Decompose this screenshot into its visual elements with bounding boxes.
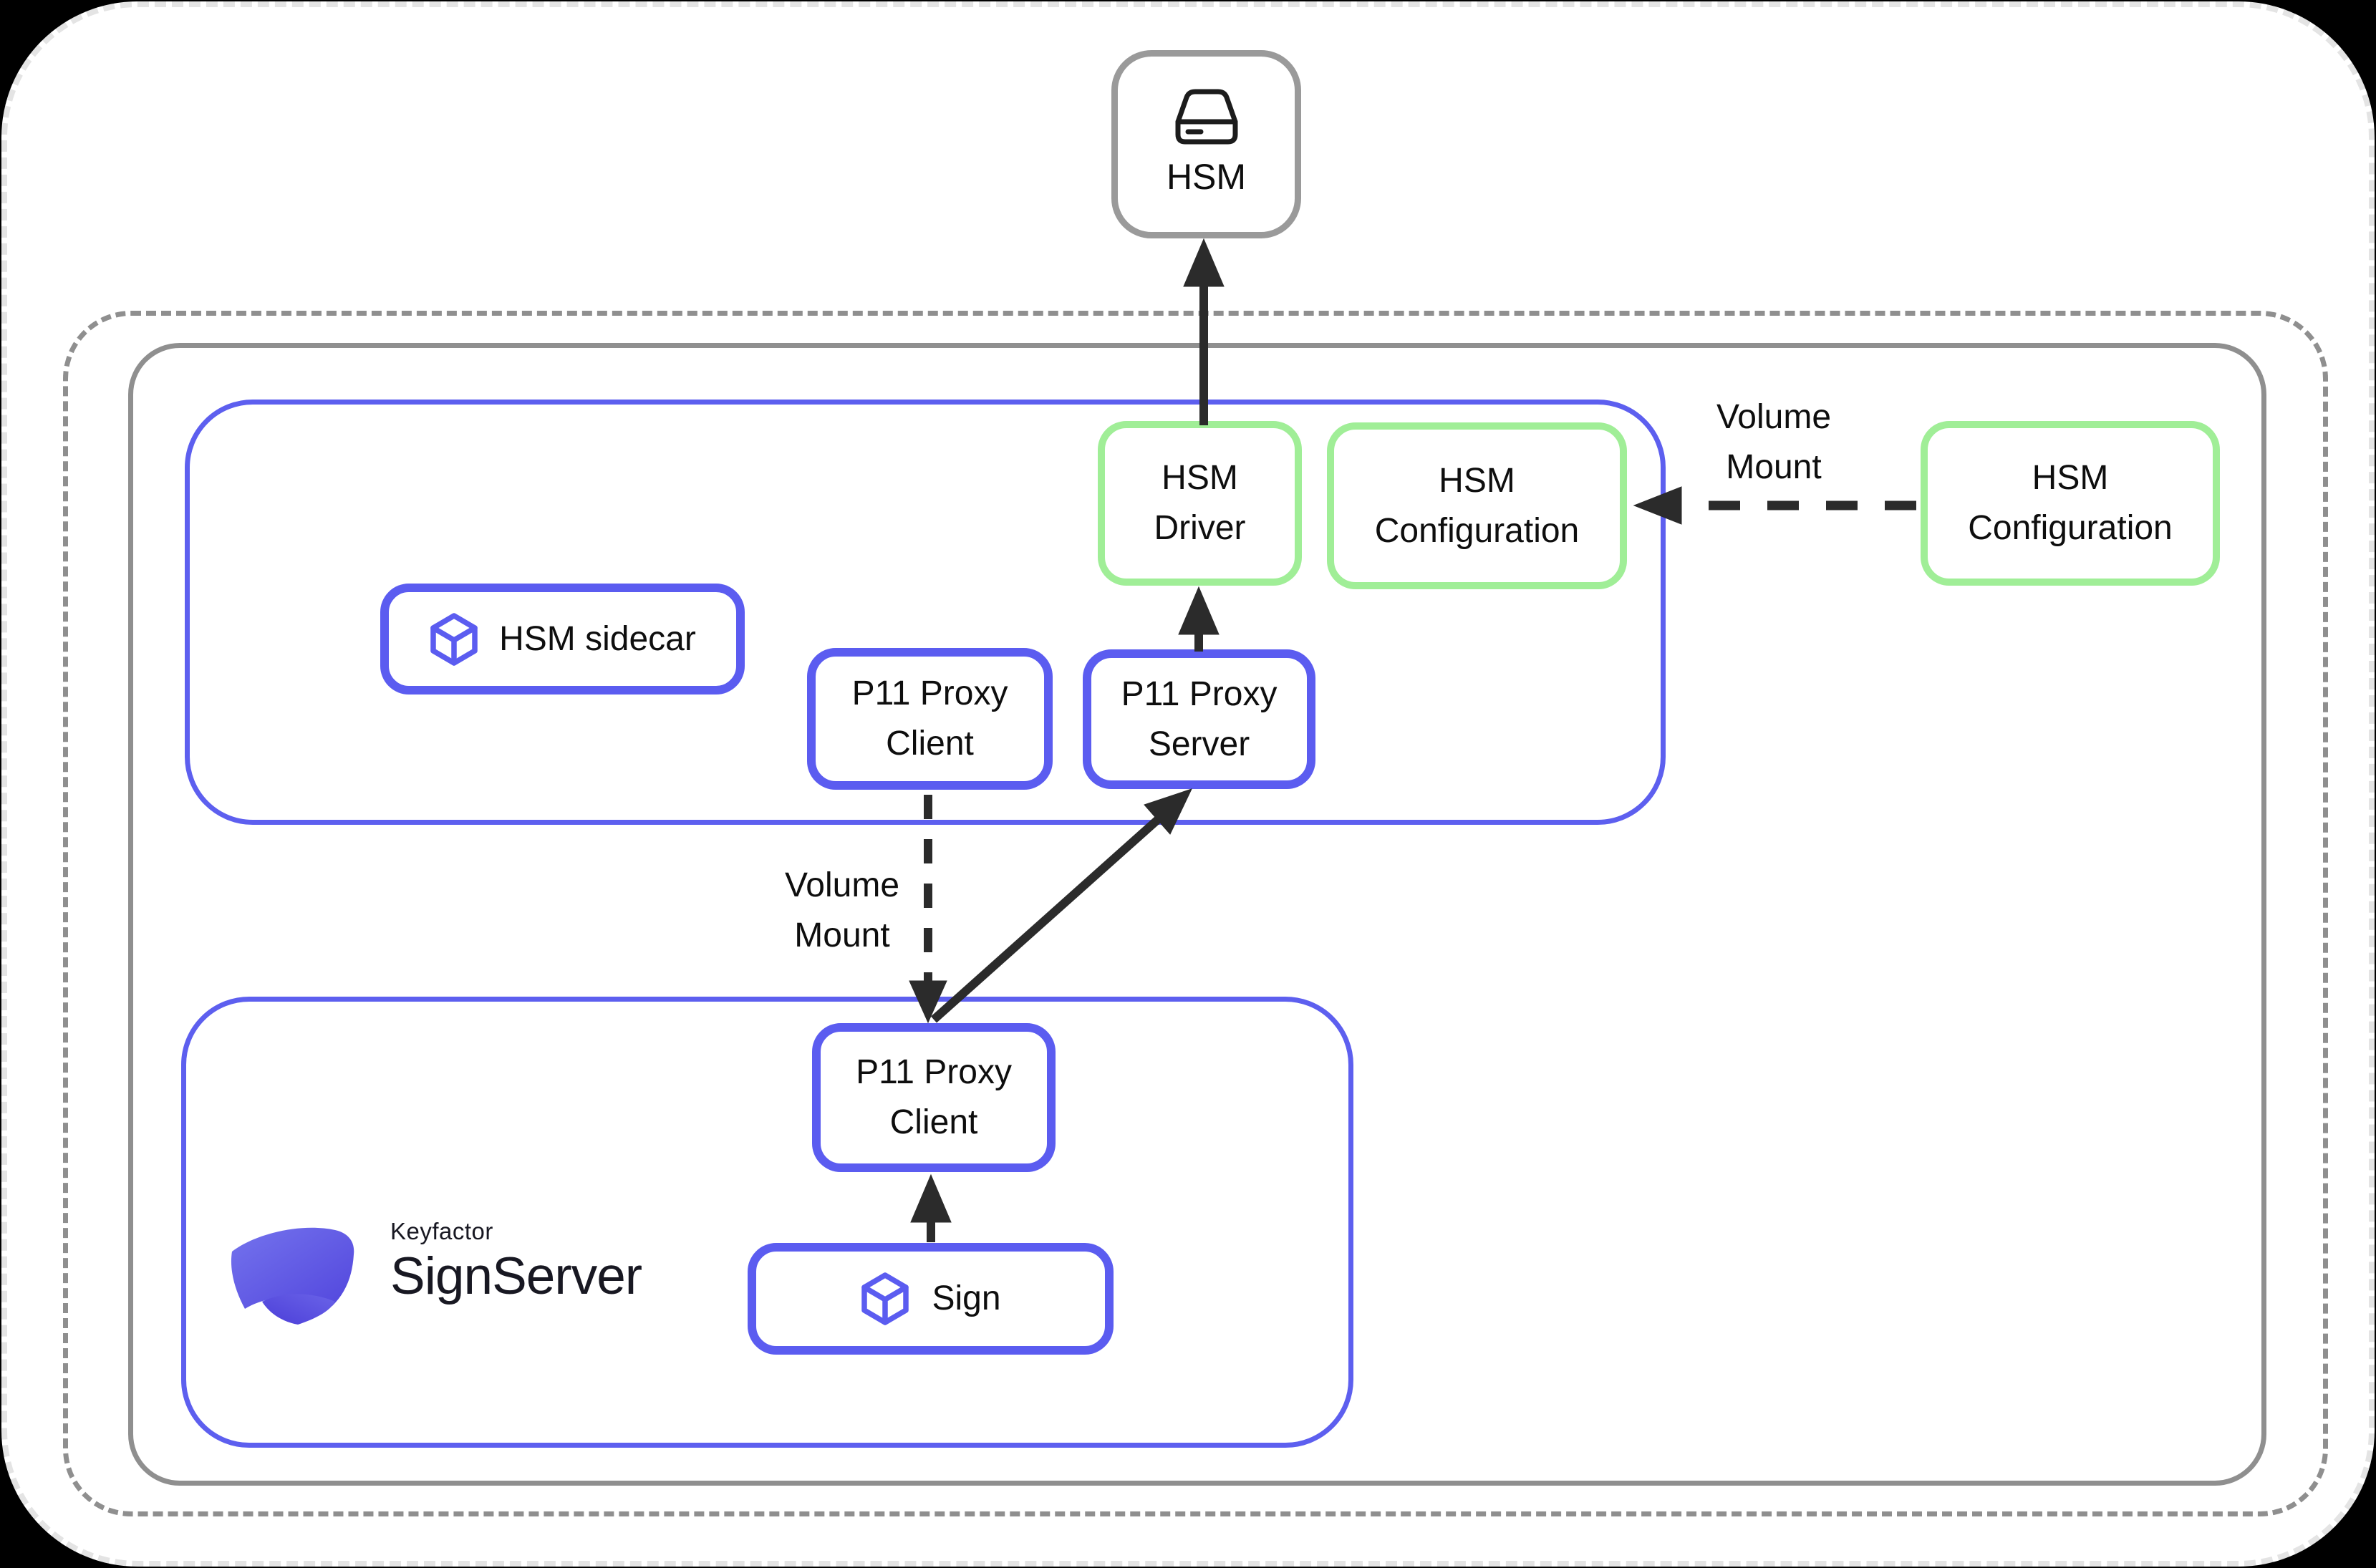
- hsm-sidecar-node: HSM sidecar: [380, 584, 745, 695]
- p11-client-lower-label-line2: Client: [889, 1103, 978, 1141]
- volume-mount-label-middle: Volume Mount: [784, 866, 900, 954]
- p11-proxy-server-node: P11 Proxy Server: [1083, 649, 1315, 789]
- hsm-configuration-outer-node: HSM Configuration: [1921, 421, 2220, 586]
- hsm-driver-label-line1: HSM: [1162, 459, 1238, 497]
- sign-node: Sign: [748, 1243, 1114, 1355]
- cube-icon: [430, 612, 478, 666]
- hsm-config-outer-label-line2: Configuration: [1968, 509, 2173, 547]
- p11-client-lower-label-line1: P11 Proxy: [856, 1053, 1012, 1091]
- cluster-boundary-dashed: [63, 311, 2328, 1516]
- p11-client-upper-label-line1: P11 Proxy: [851, 674, 1008, 712]
- hsm-sidecar-label: HSM sidecar: [499, 619, 696, 658]
- p11-client-upper-label-line2: Client: [886, 725, 974, 763]
- p11-proxy-client-lower-node: P11 Proxy Client: [812, 1023, 1056, 1172]
- hsm-configuration-inner-node: HSM Configuration: [1327, 422, 1627, 589]
- cube-icon: [861, 1272, 909, 1325]
- hsm-driver-node: HSM Driver: [1098, 421, 1302, 586]
- hsm-config-inner-label-line2: Configuration: [1374, 511, 1580, 550]
- hsm-node-label: HSM: [1166, 156, 1247, 197]
- signserver-product-text: SignServer: [390, 1247, 642, 1305]
- p11-proxy-client-upper-node: P11 Proxy Client: [807, 648, 1053, 790]
- hsm-driver-label-line2: Driver: [1154, 509, 1246, 547]
- p11-server-label-line2: Server: [1148, 725, 1250, 763]
- hsm-config-inner-label-line1: HSM: [1439, 461, 1515, 500]
- signserver-pod-boundary: [181, 997, 1353, 1448]
- cluster-boundary-solid: [128, 343, 2266, 1486]
- p11-server-label-line1: P11 Proxy: [1121, 674, 1278, 713]
- hsm-config-outer-label-line1: HSM: [2032, 459, 2109, 497]
- keyfactor-signserver-logo: Keyfactor SignServer: [228, 1217, 642, 1325]
- hard-drive-icon: [1175, 89, 1237, 144]
- sign-label: Sign: [932, 1279, 1001, 1317]
- volume-mount-label-right: Volume Mount: [1716, 398, 1832, 486]
- hsm-node: HSM: [1111, 50, 1301, 238]
- keyfactor-brand-text: Keyfactor: [390, 1218, 493, 1244]
- keyfactor-logo-mark: [231, 1227, 354, 1325]
